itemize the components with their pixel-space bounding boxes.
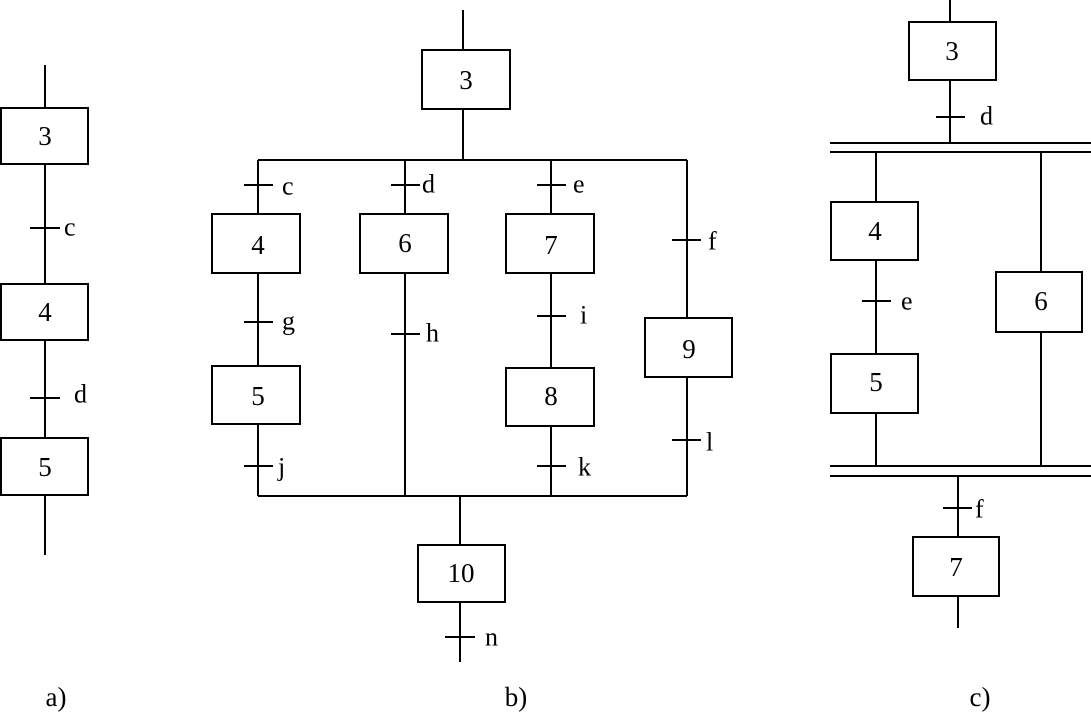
step-b-8-box bbox=[505, 367, 595, 427]
step-b-10-label: 10 bbox=[448, 558, 475, 588]
step-c-4-label: 4 bbox=[868, 216, 882, 246]
step-b-4-box bbox=[211, 213, 301, 274]
step-b-4-label: 4 bbox=[251, 230, 265, 260]
caption-a: a) bbox=[46, 682, 67, 712]
step-b-5-label: 5 bbox=[251, 381, 265, 411]
step-a-3-label: 3 bbox=[38, 121, 52, 151]
condition-b-d: d bbox=[422, 170, 435, 199]
step-c-5-label: 5 bbox=[869, 367, 883, 397]
step-b-6-label: 6 bbox=[398, 228, 412, 258]
step-a-4-label: 4 bbox=[38, 297, 52, 327]
condition-b-f: f bbox=[708, 227, 717, 256]
condition-b-e: e bbox=[573, 170, 585, 199]
condition-c-f: f bbox=[975, 495, 984, 524]
diagram-b: 3 c 4 g 5 j d 6 h e 7 i bbox=[211, 10, 733, 712]
condition-b-n: n bbox=[485, 623, 498, 652]
step-b-5-box bbox=[211, 365, 301, 425]
condition-b-h: h bbox=[426, 319, 439, 348]
condition-a-d: d bbox=[74, 380, 87, 409]
step-b-6-box bbox=[359, 213, 449, 274]
condition-b-i: i bbox=[580, 301, 587, 330]
condition-b-j: j bbox=[277, 453, 285, 482]
condition-c-d: d bbox=[980, 102, 993, 131]
condition-b-k: k bbox=[578, 453, 591, 482]
step-b-9-label: 9 bbox=[682, 334, 696, 364]
step-c-5-box bbox=[830, 353, 919, 414]
caption-b: b) bbox=[505, 682, 528, 712]
step-b-7-box bbox=[505, 213, 595, 274]
condition-c-e: e bbox=[901, 287, 913, 316]
diagram-c: 3 d 4 e 5 6 f 7 c) bbox=[830, 0, 1091, 712]
caption-c: c) bbox=[970, 682, 991, 712]
step-c-4-box bbox=[830, 201, 919, 261]
step-b-3-label: 3 bbox=[459, 65, 473, 95]
step-b-3-box bbox=[421, 49, 511, 110]
step-c-7-box bbox=[912, 536, 1000, 597]
condition-b-c: c bbox=[282, 172, 294, 201]
step-b-7-label: 7 bbox=[544, 230, 558, 260]
step-a-5-label: 5 bbox=[38, 452, 52, 482]
condition-a-c: c bbox=[64, 213, 76, 242]
condition-b-g: g bbox=[282, 307, 295, 336]
step-c-7-label: 7 bbox=[949, 552, 963, 582]
step-a-4-box bbox=[0, 283, 89, 341]
step-c-3-label: 3 bbox=[945, 36, 959, 66]
step-b-9-box bbox=[644, 317, 733, 378]
step-b-8-label: 8 bbox=[544, 381, 558, 411]
diagram-a: 3 c 4 d 5 a) bbox=[0, 65, 89, 712]
step-b-10-box bbox=[417, 544, 506, 603]
condition-b-l: l bbox=[706, 428, 713, 457]
step-c-6-label: 6 bbox=[1034, 286, 1048, 316]
step-c-6-box bbox=[995, 271, 1083, 333]
step-a-5-box bbox=[0, 437, 89, 496]
step-c-3-box bbox=[908, 21, 997, 81]
